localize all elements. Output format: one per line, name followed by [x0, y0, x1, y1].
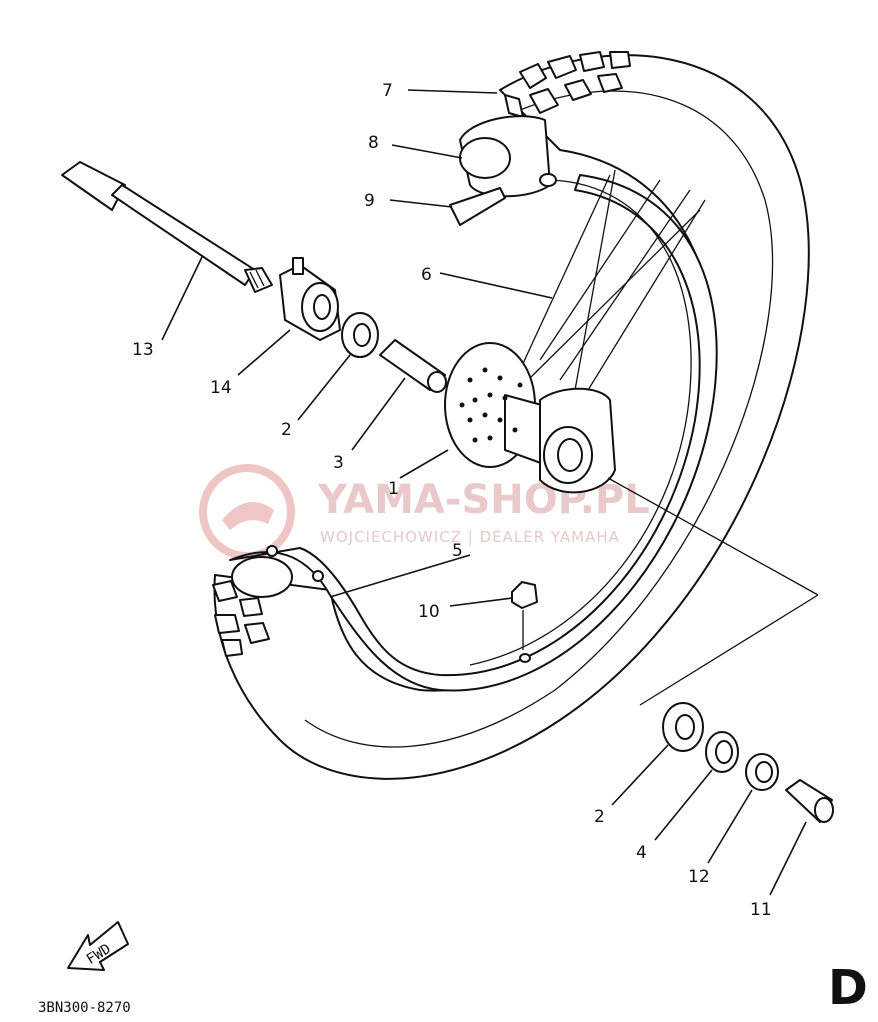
label-part-14: 14: [210, 378, 232, 398]
label-part-1: 1: [388, 479, 399, 499]
inner-tube: [459, 115, 557, 198]
fwd-arrow: FWD: [67, 921, 129, 971]
section-letter: D: [828, 960, 868, 1016]
label-part-5: 5: [452, 541, 463, 561]
part-labels: 7 8 9 6 13 14 2 3 1 5 10 2 4 12 11: [132, 81, 772, 920]
collar: [745, 753, 779, 791]
rim-band: [449, 187, 506, 226]
valve-nut: [511, 581, 538, 663]
speedometer-gear-unit: [279, 257, 341, 341]
bearing-left: [341, 312, 379, 358]
hub: [444, 342, 616, 494]
watermark-subtitle: WOJCIECHOWICZ | DEALER YAMAHA: [320, 528, 620, 546]
rim-hole: [231, 556, 293, 598]
tire-tread-top: [504, 51, 631, 118]
spokes: [519, 169, 706, 396]
watermark: YAMA-SHOP.PL WOJCIECHOWICZ | DEALER YAMA…: [199, 464, 650, 560]
axle-collar: [785, 779, 834, 823]
rim: [229, 174, 718, 692]
diagram-code: 3BN300-8270: [38, 1000, 131, 1016]
label-part-3: 3: [333, 453, 344, 473]
label-part-2-right: 2: [594, 807, 605, 827]
explode-guide-lines: [607, 477, 819, 706]
label-part-11: 11: [750, 900, 772, 920]
label-part-13: 13: [132, 340, 154, 360]
label-part-2-left: 2: [281, 420, 292, 440]
label-part-7: 7: [382, 81, 393, 101]
bearing-right: [662, 702, 704, 752]
oil-seal: [705, 731, 739, 773]
label-part-9: 9: [364, 191, 375, 211]
axle: [61, 161, 273, 293]
label-part-6: 6: [421, 265, 432, 285]
label-part-10: 10: [418, 602, 440, 622]
label-part-8: 8: [368, 133, 379, 153]
fwd-arrow-icon: [67, 921, 129, 971]
leader-lines: [161, 89, 807, 896]
label-part-12: 12: [688, 867, 710, 887]
label-part-4: 4: [636, 843, 647, 863]
tire-tread-bottom: [212, 580, 270, 657]
spacer: [379, 339, 447, 393]
